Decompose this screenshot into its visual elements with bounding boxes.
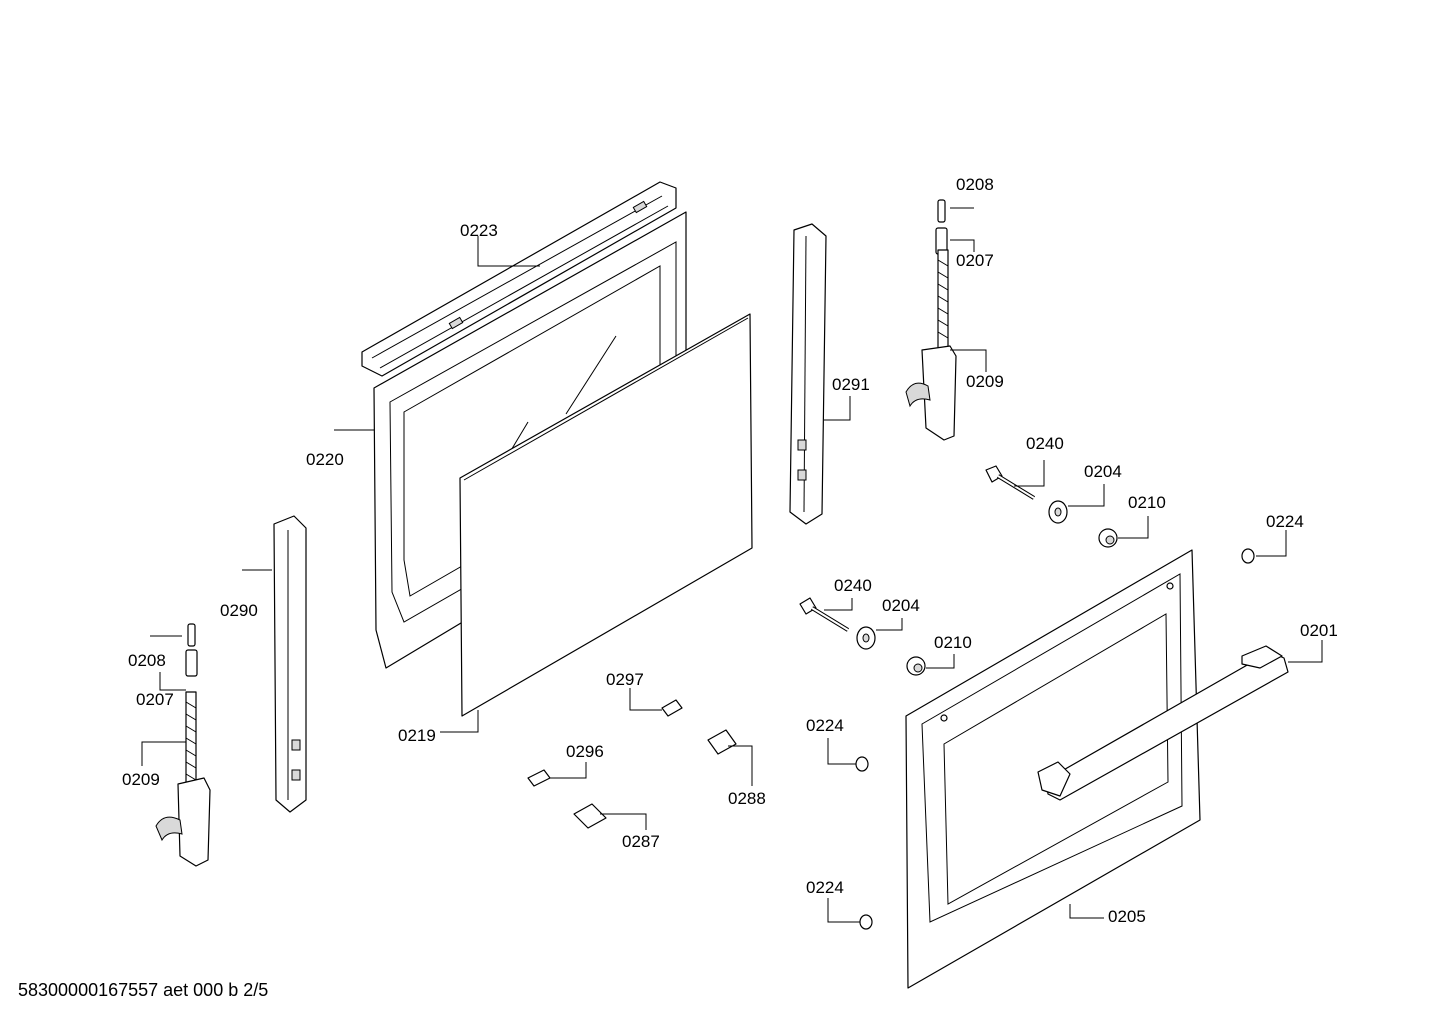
part-0223-top-frame (361, 181, 677, 377)
label-0224-a: 0224 (1266, 512, 1304, 531)
part-0210-nut-upper (1098, 528, 1118, 548)
part-0224-cap-b (855, 756, 869, 772)
label-0287: 0287 (622, 832, 660, 851)
label-0219: 0219 (398, 726, 436, 745)
part-0207-sleeve-left (185, 649, 198, 677)
label-0240-lower: 0240 (834, 576, 872, 595)
part-0219-glass-pane (459, 313, 753, 717)
part-0208-pin-left (187, 623, 196, 647)
label-0207-right: 0207 (956, 251, 994, 270)
part-0240-screw-lower (799, 597, 850, 632)
label-0204-upper: 0204 (1084, 462, 1122, 481)
part-labels: 0223 0220 0219 0290 0291 0208 0207 0209 … (122, 175, 1338, 926)
part-0209-hinge-right (905, 249, 957, 441)
part-0287-bracket (573, 803, 607, 829)
label-0220: 0220 (306, 450, 344, 469)
label-0210-lower: 0210 (934, 633, 972, 652)
part-0210-nut-lower (906, 656, 926, 676)
label-0223: 0223 (460, 221, 498, 240)
part-0208-pin-right (937, 199, 946, 223)
part-0291-right-rail (789, 223, 827, 525)
label-0209-right: 0209 (966, 372, 1004, 391)
part-0296-clip (527, 769, 551, 787)
label-0209-left: 0209 (122, 770, 160, 789)
part-0290-left-rail (273, 515, 307, 813)
document-id-footer: 58300000167557 aet 000 b 2/5 (18, 980, 269, 1000)
part-0224-cap-c (859, 914, 873, 930)
label-0224-b: 0224 (806, 716, 844, 735)
part-0288-bracket (707, 729, 737, 755)
label-0224-c: 0224 (806, 878, 844, 897)
part-0240-screw-upper (985, 465, 1036, 500)
label-0205: 0205 (1108, 907, 1146, 926)
leader-lines (141, 207, 1323, 923)
part-0297-clip (661, 699, 683, 717)
label-0296: 0296 (566, 742, 604, 761)
part-0224-cap-a (1241, 548, 1255, 564)
part-0204-washer-upper (1048, 500, 1068, 524)
label-0290: 0290 (220, 601, 258, 620)
label-0208-right: 0208 (956, 175, 994, 194)
part-0204-washer-lower (856, 626, 876, 650)
label-0288: 0288 (728, 789, 766, 808)
label-0240-upper: 0240 (1026, 434, 1064, 453)
label-0201: 0201 (1300, 621, 1338, 640)
part-0201-handle (1037, 645, 1289, 801)
label-0297: 0297 (606, 670, 644, 689)
label-0210-upper: 0210 (1128, 493, 1166, 512)
label-0208-left: 0208 (128, 651, 166, 670)
label-0204-lower: 0204 (882, 596, 920, 615)
label-0207-left: 0207 (136, 690, 174, 709)
part-0209-hinge-left (155, 691, 211, 867)
label-0291: 0291 (832, 375, 870, 394)
